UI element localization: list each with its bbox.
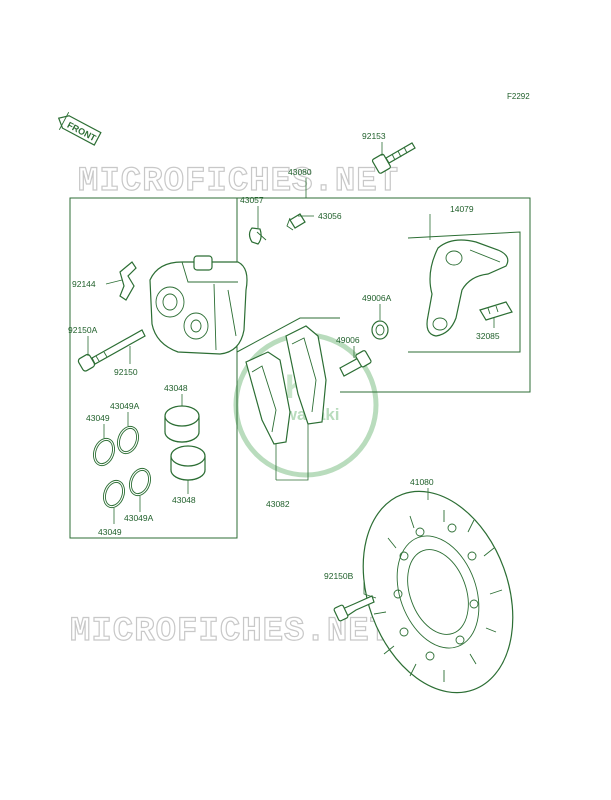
watermark-top: MICROFICHES.NET — [78, 163, 399, 201]
brake-disc-41080 — [362, 490, 514, 694]
callout-43048-upper: 43048 — [164, 383, 188, 393]
callout-14079: 14079 — [450, 204, 474, 214]
callout-49006a: 49006A — [362, 293, 392, 303]
callout-92150a: 92150A — [68, 325, 98, 335]
callout-92150: 92150 — [114, 367, 138, 377]
callout-32085: 32085 — [476, 331, 500, 341]
callout-43049-lower: 43049 — [98, 527, 122, 537]
disc-bolt-92150b — [333, 595, 375, 622]
callout-41080: 41080 — [410, 477, 434, 487]
callout-92150b: 92150B — [324, 571, 354, 581]
pad-spring-32085 — [479, 301, 513, 321]
figure-code: F2292 — [507, 92, 530, 101]
front-arrow-badge: FRONT — [57, 111, 102, 146]
bleeder-valve-43056 — [286, 213, 306, 231]
brake-pads-43082 — [245, 325, 327, 445]
watermark-bottom: MICROFICHES.NET — [70, 613, 391, 651]
caliper-body — [149, 255, 248, 355]
callout-92153: 92153 — [362, 131, 386, 141]
boot-49006a — [371, 320, 389, 340]
bolt-92153 — [371, 142, 416, 174]
callout-43056: 43056 — [318, 211, 342, 221]
callout-43049-upper: 43049 — [86, 413, 110, 423]
piston-43048-lower — [170, 445, 206, 481]
callout-labels: 92153 43080 43057 43056 14079 92144 4900… — [68, 131, 500, 581]
bracket-box — [407, 231, 521, 353]
caliper-assembly-box — [69, 197, 531, 539]
leader-lines — [87, 142, 495, 599]
pin-bolt-92150 — [77, 329, 146, 372]
bleeder-cap-43057 — [248, 227, 267, 245]
callout-43048-lower: 43048 — [172, 495, 196, 505]
callout-43080: 43080 — [288, 167, 312, 177]
callout-43049a-lower: 43049A — [124, 513, 154, 523]
callout-92144: 92144 — [72, 279, 96, 289]
callout-49006: 49006 — [336, 335, 360, 345]
caliper-bracket-14079 — [426, 239, 509, 337]
callout-43049a-upper: 43049A — [110, 401, 140, 411]
pad-box — [236, 317, 340, 353]
bolt-49006 — [339, 350, 372, 377]
callout-43057: 43057 — [240, 195, 264, 205]
callout-43082: 43082 — [266, 499, 290, 509]
piston-43048-upper — [164, 405, 200, 443]
piston-seals — [93, 425, 151, 509]
pad-spring-92144 — [119, 261, 137, 301]
